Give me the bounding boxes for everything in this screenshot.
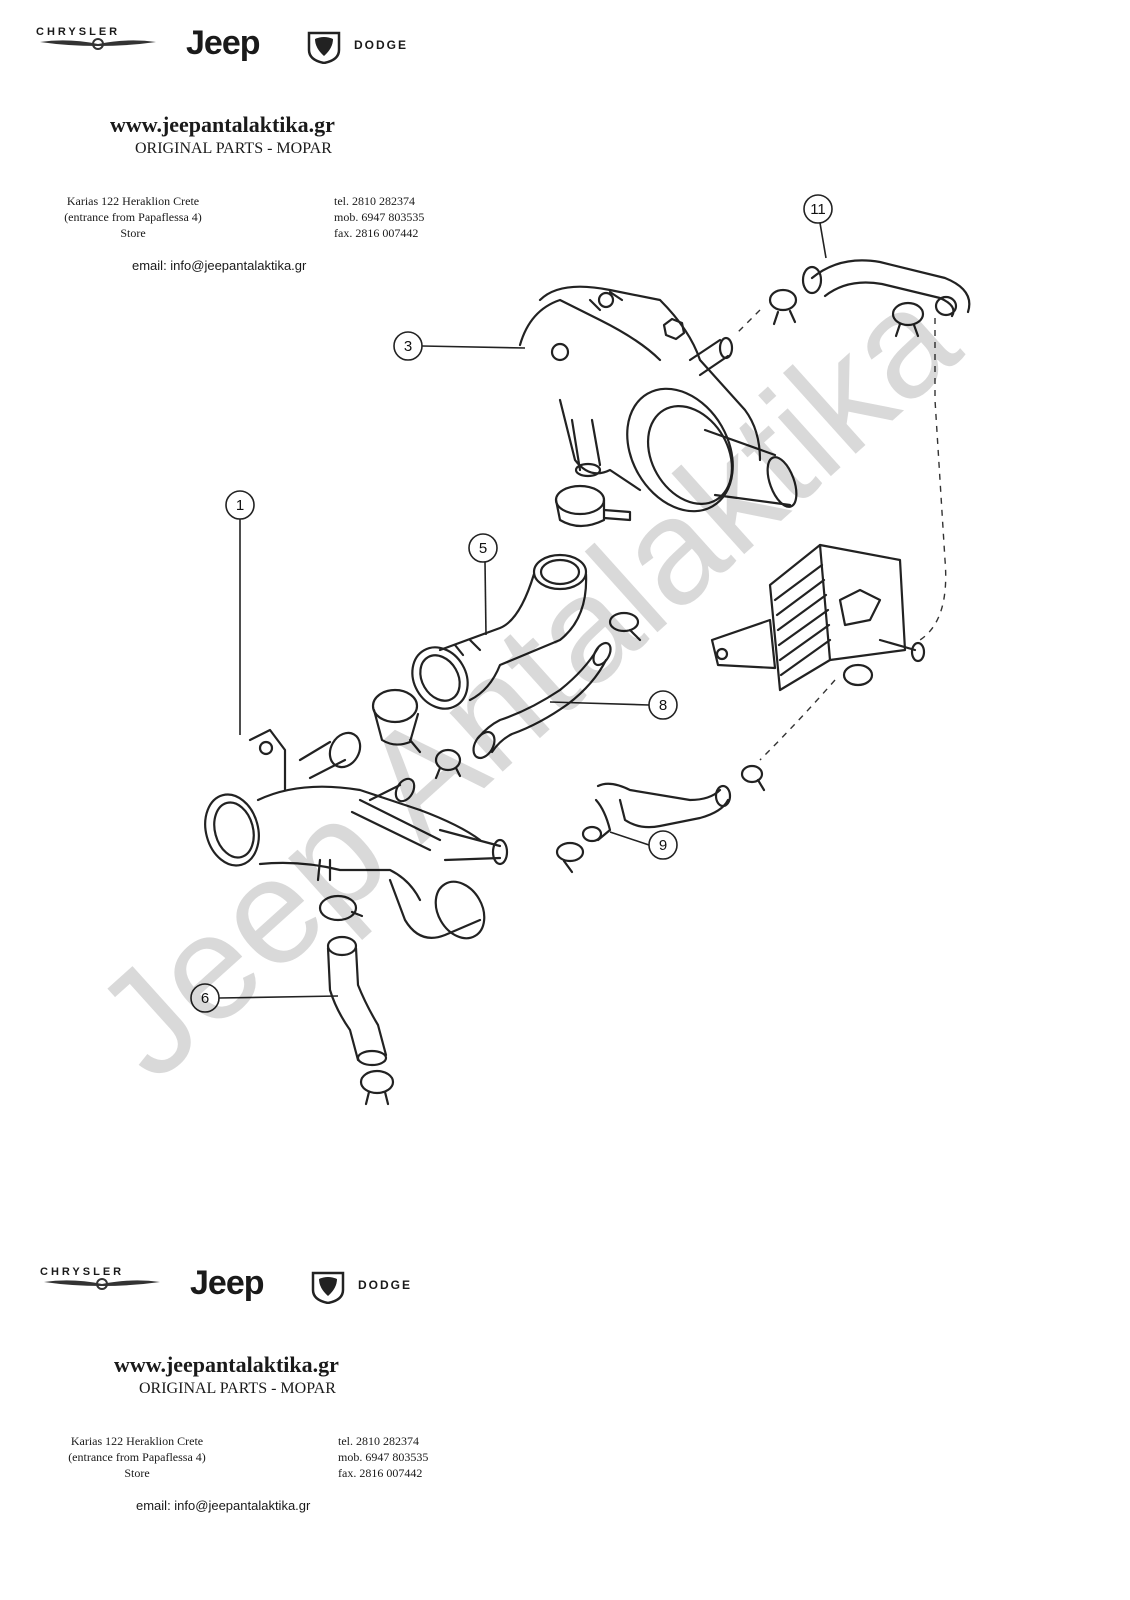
ram-head-icon	[311, 1271, 345, 1304]
dodge-logo-text: DODGE	[358, 1278, 413, 1292]
contact-line: mob. 6947 803535	[334, 210, 425, 224]
callout-label: 8	[659, 697, 667, 714]
contact-numbers: tel. 2810 282374 mob. 6947 803535 fax. 2…	[334, 193, 424, 241]
contact-line: fax. 2816 007442	[338, 1466, 423, 1480]
email-line: email: info@jeepantalaktika.gr	[132, 258, 307, 273]
contact-line: fax. 2816 007442	[334, 226, 419, 240]
hose-clamp	[554, 484, 632, 528]
chrysler-logo-text: CHRYSLER	[40, 1266, 125, 1278]
routing-line	[734, 309, 761, 336]
store-address: Karias 122 Heraklion Crete (entrance fro…	[52, 1433, 222, 1481]
hose-clamp	[768, 288, 798, 326]
callout-6: 6	[190, 983, 339, 1013]
callout-3: 3	[393, 331, 526, 361]
jeep-logo-text: Jeep	[190, 1264, 264, 1302]
hose-clamp	[555, 841, 585, 874]
hose-clamp	[891, 301, 925, 338]
address-line: Karias 122 Heraklion Crete	[70, 1434, 204, 1448]
hose-part-9	[581, 782, 732, 843]
dodge-logo-text: DODGE	[354, 38, 409, 52]
address-line: Store	[120, 226, 146, 240]
hose-part-5	[411, 553, 588, 710]
header-block-top: CHRYSLER Jeep DODGE www.jeepantalaktika.…	[0, 0, 560, 300]
hose-part-6	[326, 935, 388, 1067]
callout-5: 5	[468, 533, 498, 636]
tagline: ORIGINAL PARTS - MOPAR	[135, 140, 332, 157]
contact-line: mob. 6947 803535	[338, 1450, 429, 1464]
parts-diagram: 11 3 1 5 8 9 6 Jeep Antalaktika	[63, 194, 988, 1109]
website-url: www.jeepantalaktika.gr	[110, 112, 335, 137]
address-line: Store	[124, 1466, 150, 1480]
chrysler-wings-icon	[40, 38, 156, 50]
store-address: Karias 122 Heraklion Crete (entrance fro…	[48, 193, 218, 241]
hose-clamp	[371, 688, 422, 754]
address-line: Karias 122 Heraklion Crete	[66, 194, 200, 208]
contact-numbers: tel. 2810 282374 mob. 6947 803535 fax. 2…	[338, 1433, 428, 1481]
hose-clamp	[434, 748, 462, 780]
website-url: www.jeepantalaktika.gr	[114, 1352, 339, 1377]
callout-9: 9	[609, 830, 678, 860]
chrysler-logo-text: CHRYSLER	[36, 26, 121, 38]
chrysler-wings-icon	[44, 1278, 160, 1290]
callout-label: 9	[659, 837, 667, 854]
contact-line: tel. 2810 282374	[334, 194, 415, 208]
callout-label: 11	[810, 201, 826, 218]
header-block-bottom: CHRYSLER Jeep DODGE www.jeepantalaktika.…	[4, 1240, 564, 1540]
callout-label: 6	[201, 990, 209, 1007]
jeep-logo-text: Jeep	[186, 24, 260, 62]
hose-clamp	[318, 894, 364, 922]
callout-label: 1	[236, 497, 244, 514]
hose-part-8	[472, 641, 612, 760]
hose-part-11	[801, 259, 971, 318]
address-line: (entrance from Papaflessa 4)	[64, 210, 202, 224]
callout-8: 8	[549, 690, 678, 720]
watermark: Jeep Antalaktika	[63, 253, 988, 1109]
water-outlet-part-1	[204, 728, 509, 940]
callout-label: 3	[404, 338, 412, 355]
routing-line	[759, 679, 836, 761]
oil-cooler-assembly	[710, 543, 926, 692]
hose-clamp	[359, 1069, 395, 1106]
hose-clamp	[608, 611, 642, 642]
hose-clamp	[740, 764, 766, 792]
ram-head-icon	[307, 31, 341, 64]
callout-11: 11	[803, 194, 833, 259]
routing-line	[919, 318, 947, 641]
email-line: email: info@jeepantalaktika.gr	[136, 1498, 311, 1513]
callout-label: 5	[479, 540, 487, 557]
tagline: ORIGINAL PARTS - MOPAR	[139, 1380, 336, 1397]
callout-1: 1	[225, 490, 255, 735]
address-line: (entrance from Papaflessa 4)	[68, 1450, 206, 1464]
thermostat-housing-part-3	[518, 285, 798, 513]
contact-line: tel. 2810 282374	[338, 1434, 419, 1448]
